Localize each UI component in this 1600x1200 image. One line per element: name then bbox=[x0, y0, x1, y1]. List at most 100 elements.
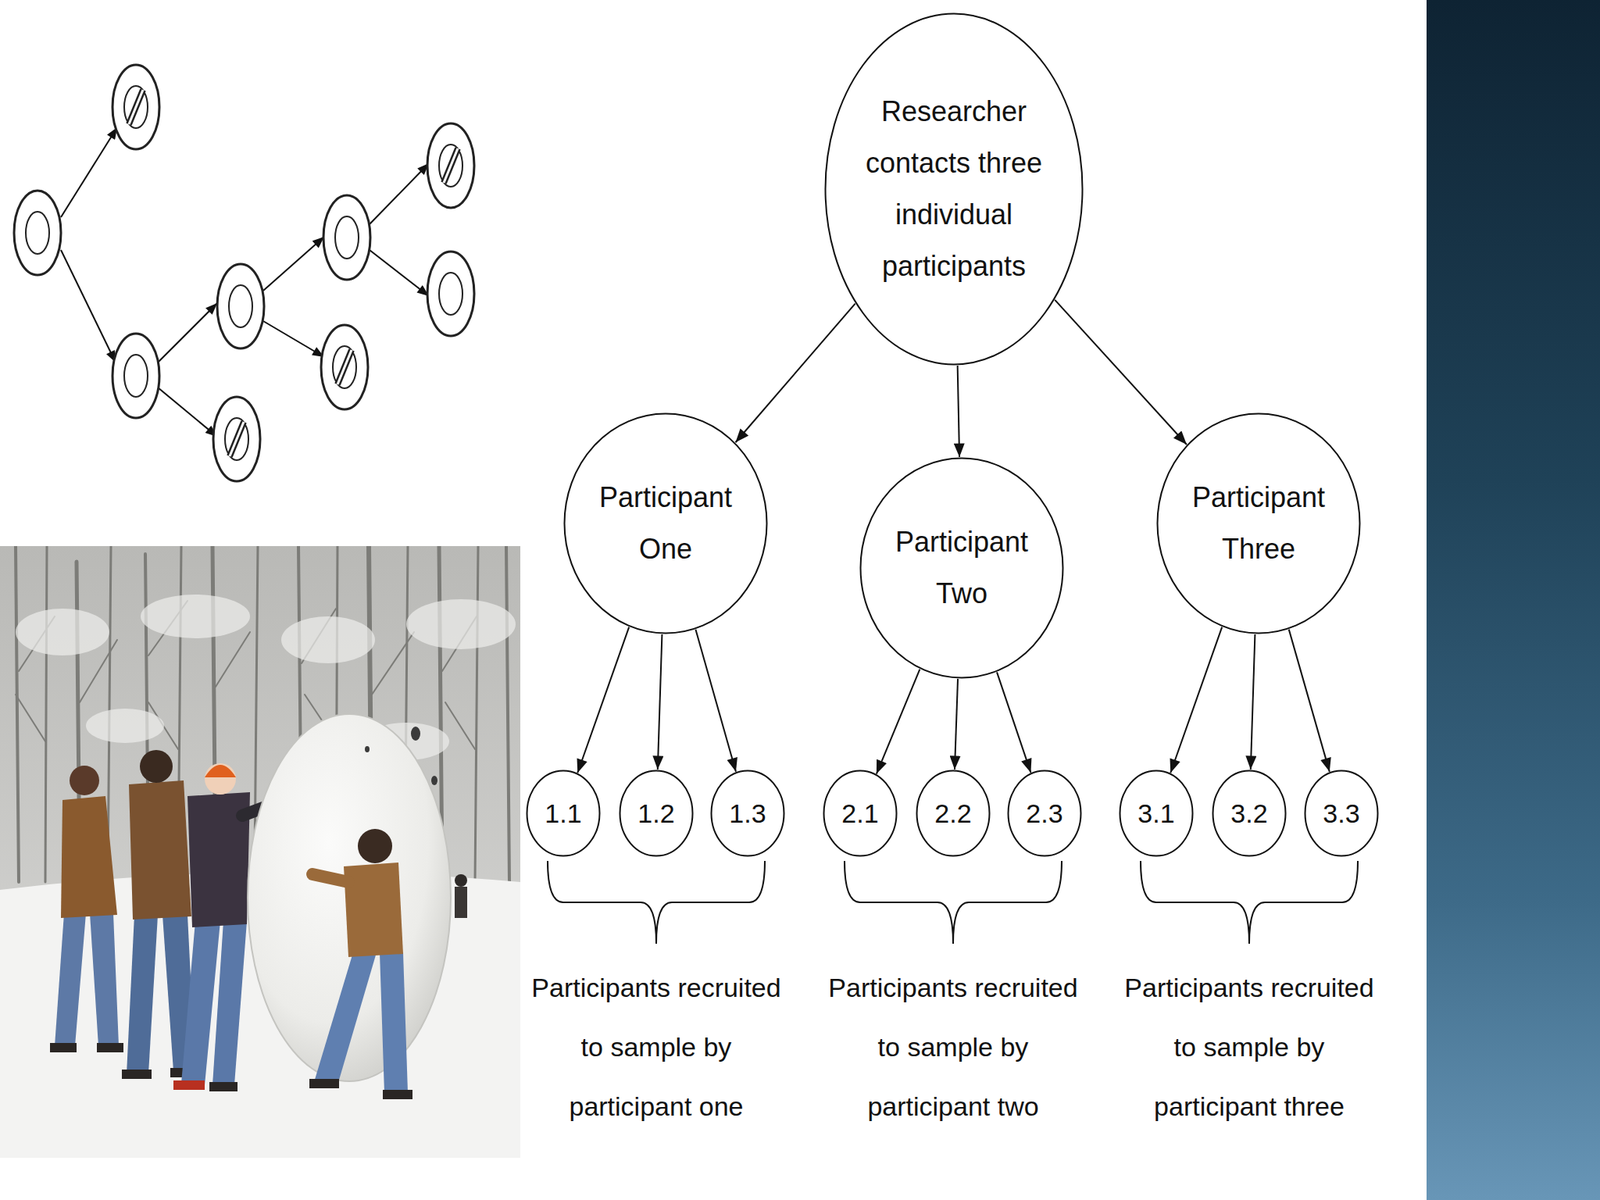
network-arrow bbox=[263, 321, 325, 358]
background-person bbox=[454, 874, 468, 918]
network-node bbox=[427, 251, 475, 336]
person-front bbox=[357, 828, 393, 864]
node-text-row: Participant Two bbox=[879, 516, 1044, 620]
excluded-node bbox=[124, 85, 148, 129]
connector-arrow bbox=[1054, 300, 1187, 445]
node-text-row: Researcher contacts three individual par… bbox=[852, 85, 1056, 293]
network-arrow bbox=[263, 236, 325, 291]
circle-node: 2.1 bbox=[822, 769, 898, 858]
excluded-node bbox=[332, 346, 357, 389]
node-text: Participant Two bbox=[895, 525, 1029, 610]
network-node bbox=[25, 211, 50, 254]
node-text-row: 2.1 bbox=[822, 796, 898, 831]
excluded-node bbox=[225, 417, 249, 461]
node-text: 2.2 bbox=[934, 798, 972, 829]
network-node bbox=[335, 216, 359, 259]
excluded-node bbox=[337, 350, 352, 385]
node-text-block: 2.1 bbox=[822, 796, 898, 831]
person-left bbox=[96, 1042, 124, 1053]
network-node bbox=[14, 190, 475, 418]
network-arrow bbox=[157, 387, 218, 437]
network-arrow bbox=[369, 163, 429, 225]
person-middle bbox=[139, 750, 173, 783]
circle-outline bbox=[1213, 771, 1286, 857]
network-illustration bbox=[0, 0, 500, 516]
tree-trunks bbox=[475, 546, 479, 883]
node-text: Participant Three bbox=[1192, 481, 1325, 565]
node-text: 1.3 bbox=[728, 798, 766, 829]
node-text: 3.2 bbox=[1230, 798, 1268, 829]
circle-outline bbox=[620, 771, 693, 857]
person-orange-hat bbox=[212, 921, 247, 1086]
node-text: Participant One bbox=[599, 481, 733, 565]
excluded-node bbox=[128, 89, 143, 125]
connector-arrow bbox=[1250, 634, 1256, 770]
node-text-row: 3.3 bbox=[1303, 796, 1379, 831]
person-orange-hat bbox=[204, 763, 236, 795]
circle-node: Participant One bbox=[563, 412, 768, 635]
connector-arrow bbox=[577, 627, 629, 774]
group-caption: Participants recruited to sample by part… bbox=[523, 957, 790, 1136]
network-node bbox=[124, 354, 148, 397]
circle-node: 2.3 bbox=[1007, 769, 1083, 858]
connector-arrow bbox=[1289, 629, 1330, 772]
person-front bbox=[314, 952, 377, 1086]
person-front bbox=[379, 952, 408, 1093]
connector-arrow bbox=[957, 365, 960, 458]
node-text-row: 2.3 bbox=[1007, 796, 1083, 831]
circle-outline bbox=[711, 771, 785, 857]
circle-outline bbox=[563, 412, 768, 635]
excluded-node bbox=[112, 64, 160, 150]
excluded-node bbox=[213, 396, 261, 482]
node-text-block: 2.2 bbox=[915, 796, 991, 831]
node-text-block: 3.3 bbox=[1303, 796, 1379, 831]
connector-arrow bbox=[876, 669, 920, 775]
network-node bbox=[439, 272, 463, 315]
network-node bbox=[217, 264, 265, 349]
snowball-spots bbox=[410, 726, 421, 741]
person-left bbox=[60, 796, 118, 918]
person-front bbox=[309, 828, 413, 1100]
node-text-block: Participant Three bbox=[1176, 471, 1341, 575]
circle-node: Participant Three bbox=[1156, 412, 1361, 635]
node-text-row: 1.2 bbox=[618, 796, 694, 831]
person-left bbox=[89, 913, 119, 1047]
node-text-block: 1.2 bbox=[618, 796, 694, 831]
snow-on-branches bbox=[281, 616, 375, 664]
excluded-node bbox=[439, 144, 463, 187]
snowball-photo bbox=[0, 546, 521, 1158]
network-arrow bbox=[60, 250, 116, 363]
snow-on-branches bbox=[140, 594, 250, 639]
person-front bbox=[312, 874, 349, 883]
node-text-block: 2.3 bbox=[1007, 796, 1083, 831]
excluded-node bbox=[128, 89, 143, 125]
circle-outline bbox=[1156, 412, 1361, 635]
snow-on-branches bbox=[85, 708, 165, 743]
group-caption: Participants recruited to sample by part… bbox=[820, 957, 1086, 1136]
node-text: 2.3 bbox=[1025, 798, 1063, 829]
circle-node: 1.2 bbox=[618, 769, 694, 858]
network-arrow bbox=[60, 127, 118, 218]
circle-outline bbox=[824, 771, 897, 857]
node-text-row: 3.1 bbox=[1118, 796, 1194, 831]
circle-outline bbox=[1305, 771, 1379, 857]
node-text: 3.1 bbox=[1137, 798, 1175, 829]
circle-outline bbox=[825, 14, 1083, 365]
excluded-node bbox=[337, 350, 352, 385]
background-person bbox=[454, 874, 468, 887]
excluded-node bbox=[427, 123, 475, 208]
excluded-node bbox=[229, 421, 244, 457]
circle-node: 3.1 bbox=[1118, 769, 1194, 858]
circle-outline bbox=[527, 771, 600, 857]
person-front bbox=[309, 1078, 340, 1089]
person-left bbox=[54, 913, 86, 1047]
node-text: 1.1 bbox=[544, 798, 582, 829]
excluded-node bbox=[112, 64, 475, 482]
node-text: 2.1 bbox=[841, 798, 879, 829]
node-text-block: 1.3 bbox=[710, 796, 786, 831]
circle-node: Researcher contacts three individual par… bbox=[824, 12, 1084, 366]
person-front bbox=[382, 1089, 413, 1100]
